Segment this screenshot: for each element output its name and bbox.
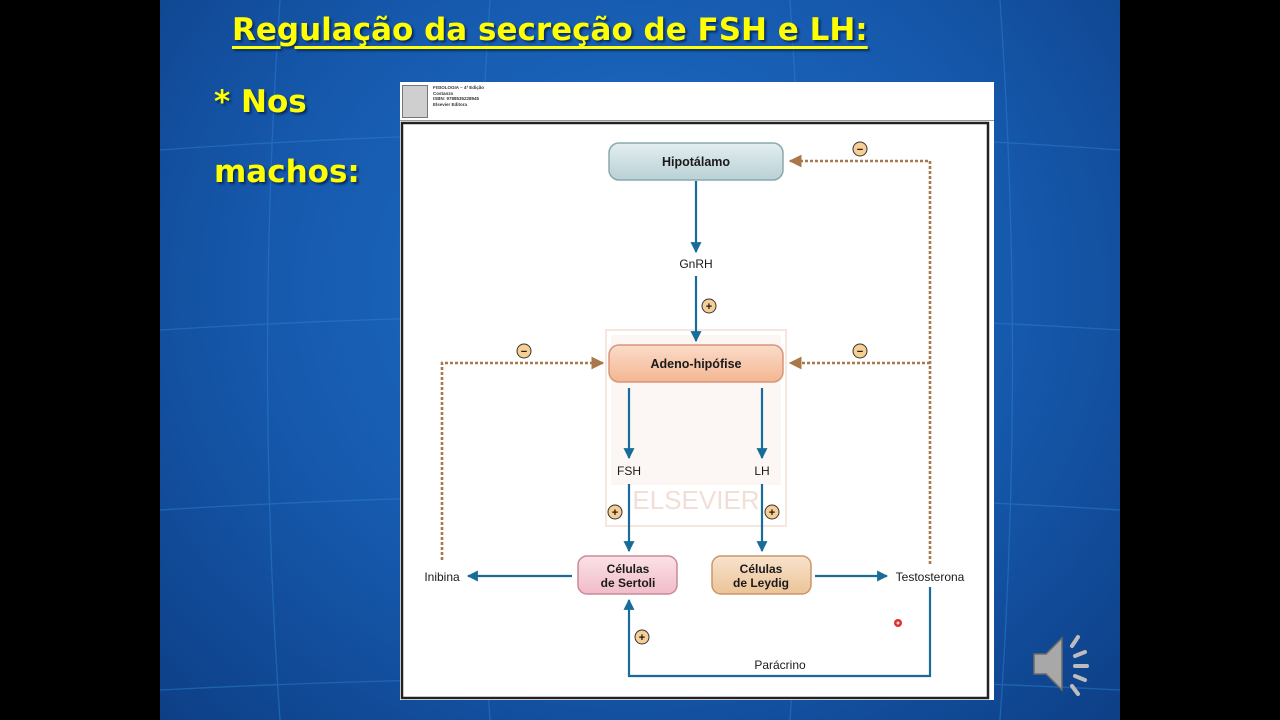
credit-line: Elsevier Editora xyxy=(433,101,468,107)
label-paracrine: Parácrino xyxy=(754,658,806,672)
plus-sign-icon: + xyxy=(701,298,717,314)
pointer-dot xyxy=(894,619,902,627)
label-lh: LH xyxy=(754,464,769,478)
svg-text:+: + xyxy=(706,301,712,313)
node-pituitary-label: Adeno-hipófise xyxy=(651,357,742,371)
slide-title: Regulação da secreção de FSH e LH: xyxy=(232,12,868,48)
label-inhibin: Inibina xyxy=(424,570,460,584)
svg-text:+: + xyxy=(639,632,645,644)
diagram-figure: FISIOLOGIA – 4ª Edição Costanzo ISBN: 97… xyxy=(400,82,994,700)
bullet-text-line1: * Nos xyxy=(214,84,307,120)
arrow-paracrine-sertoli xyxy=(623,587,932,678)
speaker-icon[interactable] xyxy=(1030,632,1096,696)
plus-sign-icon: + xyxy=(607,504,623,520)
figure-header: FISIOLOGIA – 4ª Edição Costanzo ISBN: 97… xyxy=(400,82,994,121)
inhibitory-arrows xyxy=(440,154,932,564)
node-leydig-cells: Células de Leydig xyxy=(711,555,812,595)
feedback-testosterone-hypothalamus xyxy=(788,154,932,564)
node-hypothalamus-label: Hipotálamo xyxy=(662,155,730,169)
node-leydig-label-line2: de Leydig xyxy=(733,576,789,590)
svg-text:+: + xyxy=(769,507,775,519)
node-sertoli-label-line2: de Sertoli xyxy=(601,576,656,590)
feedback-inhibin-pituitary xyxy=(440,356,605,560)
svg-text:−: − xyxy=(857,346,863,358)
node-pituitary: Adeno-hipófise xyxy=(608,344,784,383)
stimulatory-arrows xyxy=(466,181,932,678)
minus-sign-icon: − xyxy=(852,141,868,157)
node-hypothalamus: Hipotálamo xyxy=(608,142,784,181)
minus-sign-icon: − xyxy=(516,343,532,359)
plus-sign-icon: + xyxy=(764,504,780,520)
plus-sign-icon: + xyxy=(634,629,650,645)
figure-credits: FISIOLOGIA – 4ª Edição Costanzo ISBN: 97… xyxy=(433,85,484,107)
node-sertoli-cells: Células de Sertoli xyxy=(577,555,678,595)
credit-line: FISIOLOGIA – 4ª Edição xyxy=(433,85,485,90)
credit-line: Costanzo xyxy=(433,90,454,96)
sign-badges: + + + + − xyxy=(516,141,868,645)
svg-text:−: − xyxy=(857,144,863,156)
minus-sign-icon: − xyxy=(852,343,868,359)
book-cover-icon xyxy=(402,85,428,118)
label-gnrh: GnRH xyxy=(679,257,712,271)
svg-text:+: + xyxy=(612,507,618,519)
credit-line: ISBN: 9788535228945 xyxy=(433,96,480,101)
watermark-text: ELSEVIER xyxy=(632,485,759,515)
node-leydig-label-line1: Células xyxy=(740,562,783,576)
hormone-regulation-diagram: ELSEVIER xyxy=(400,121,990,700)
hormone-labels: GnRH FSH LH Inibina Testosterona Parácri… xyxy=(424,257,964,672)
svg-text:−: − xyxy=(521,346,527,358)
bullet-text-line2: machos: xyxy=(214,154,360,190)
label-fsh: FSH xyxy=(617,464,641,478)
node-sertoli-label-line1: Células xyxy=(607,562,650,576)
label-testosterone: Testosterona xyxy=(896,570,965,584)
presentation-slide: Regulação da secreção de FSH e LH: * Nos… xyxy=(160,0,1120,720)
